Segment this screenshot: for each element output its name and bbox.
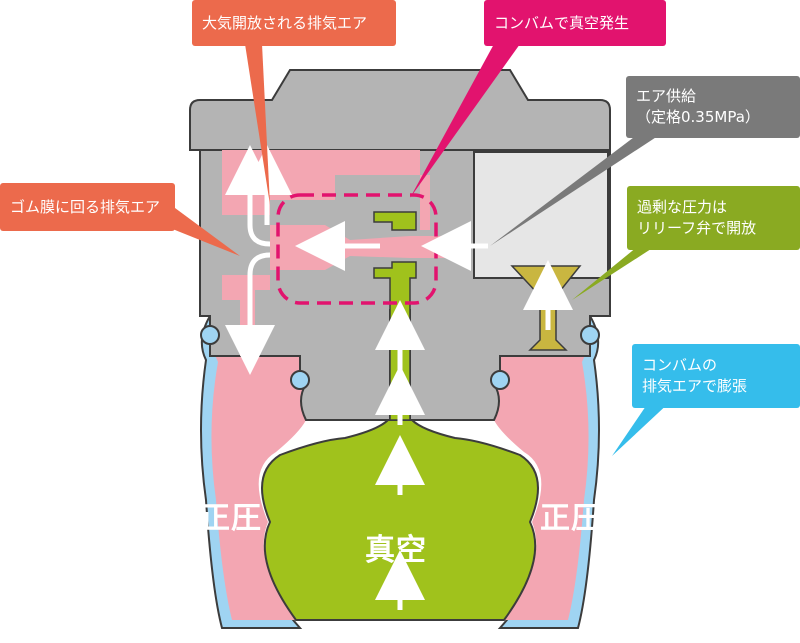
zone-label-positive-right: 正圧 — [540, 501, 602, 536]
callout-relief-valve: 過剰な圧力は リリーフ弁で開放 — [627, 186, 800, 250]
positive-chamber-right — [494, 318, 589, 620]
air-supply-block — [473, 151, 609, 279]
callout-air-supply-line2: （定格0.35MPa） — [636, 108, 760, 126]
pointer-inflate — [612, 400, 672, 456]
callout-air-supply-line1: エア供給 — [636, 87, 697, 105]
pointer-relief — [572, 238, 668, 300]
callout-relief-valve-line2: リリーフ弁で開放 — [637, 219, 757, 237]
callout-membrane-exhaust-text: ゴム膜に回る排気エア — [10, 197, 161, 216]
pointer-supply — [490, 128, 670, 246]
callout-exhaust-to-air-text: 大気開放される排気エア — [202, 13, 368, 32]
callout-inflation-line2: 排気エアで膨張 — [642, 377, 748, 395]
callout-vacuum-generated-text: コンバムで真空発生 — [494, 13, 630, 32]
callout-inflation: コンバムの 排気エアで膨張 — [632, 344, 800, 408]
pointer-vacuum — [410, 44, 520, 198]
callout-air-supply: エア供給 （定格0.35MPa） — [626, 76, 800, 138]
membrane-bump — [580, 325, 600, 345]
zone-label-vacuum: 真空 — [365, 533, 427, 568]
flow-arrows — [225, 145, 573, 610]
arrow-exhaust-down — [225, 252, 275, 375]
arrow-exhaust-up — [225, 145, 275, 247]
membrane-bump — [200, 325, 220, 345]
pointer-membrane — [155, 208, 240, 256]
positive-chamber-left — [211, 318, 306, 620]
callout-relief-valve-line1: 過剰な圧力は — [637, 198, 728, 216]
callout-exhaust-to-air: 大気開放される排気エア — [192, 0, 396, 46]
vacuum-nozzle-top — [373, 211, 417, 231]
zone-label-positive-left: 正圧 — [200, 501, 262, 536]
exhaust-passage-right — [420, 175, 430, 230]
callout-membrane-exhaust: ゴム膜に回る排気エア — [0, 183, 175, 231]
callout-vacuum-generated: コンバムで真空発生 — [484, 0, 666, 46]
callout-inflation-line1: コンバムの — [642, 356, 718, 374]
pointer-exhaust — [245, 44, 270, 205]
membrane-bump — [490, 370, 510, 390]
membrane-bump — [290, 370, 310, 390]
